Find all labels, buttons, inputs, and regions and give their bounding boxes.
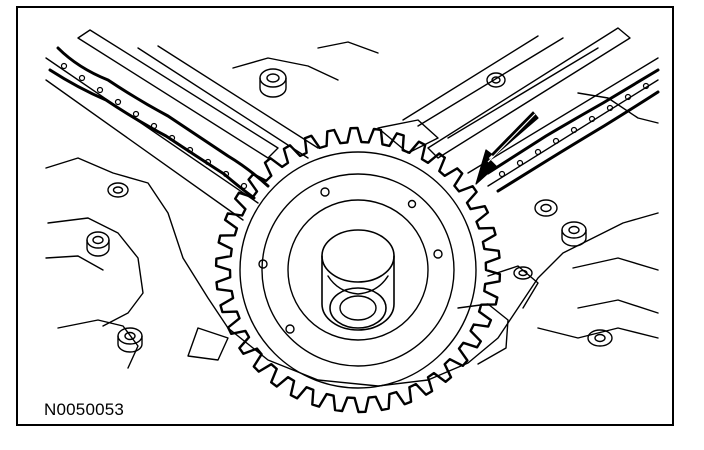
figure-frame: N0050053 <box>16 6 674 426</box>
figure-id-label: N0050053 <box>44 400 125 419</box>
arrow-icon <box>475 111 539 185</box>
engine-block <box>45 41 659 387</box>
right-timing-chain <box>377 27 660 193</box>
engine-timing-illustration <box>45 27 660 414</box>
bolt-head <box>587 329 613 347</box>
oil-pump-housing <box>187 303 509 365</box>
bolt-head <box>259 68 287 98</box>
bolt-head <box>486 72 506 88</box>
left-timing-chain <box>45 29 319 221</box>
bolt-head <box>561 221 587 247</box>
chain-pins <box>60 62 248 190</box>
bolt-head <box>513 266 533 280</box>
bolt-head <box>534 199 558 217</box>
bolts <box>86 68 613 353</box>
bolt-head <box>117 327 143 353</box>
bolt-head <box>107 182 129 198</box>
chain-pins <box>498 82 650 178</box>
bolt-head <box>86 231 110 257</box>
crankshaft-sprocket <box>214 126 502 414</box>
